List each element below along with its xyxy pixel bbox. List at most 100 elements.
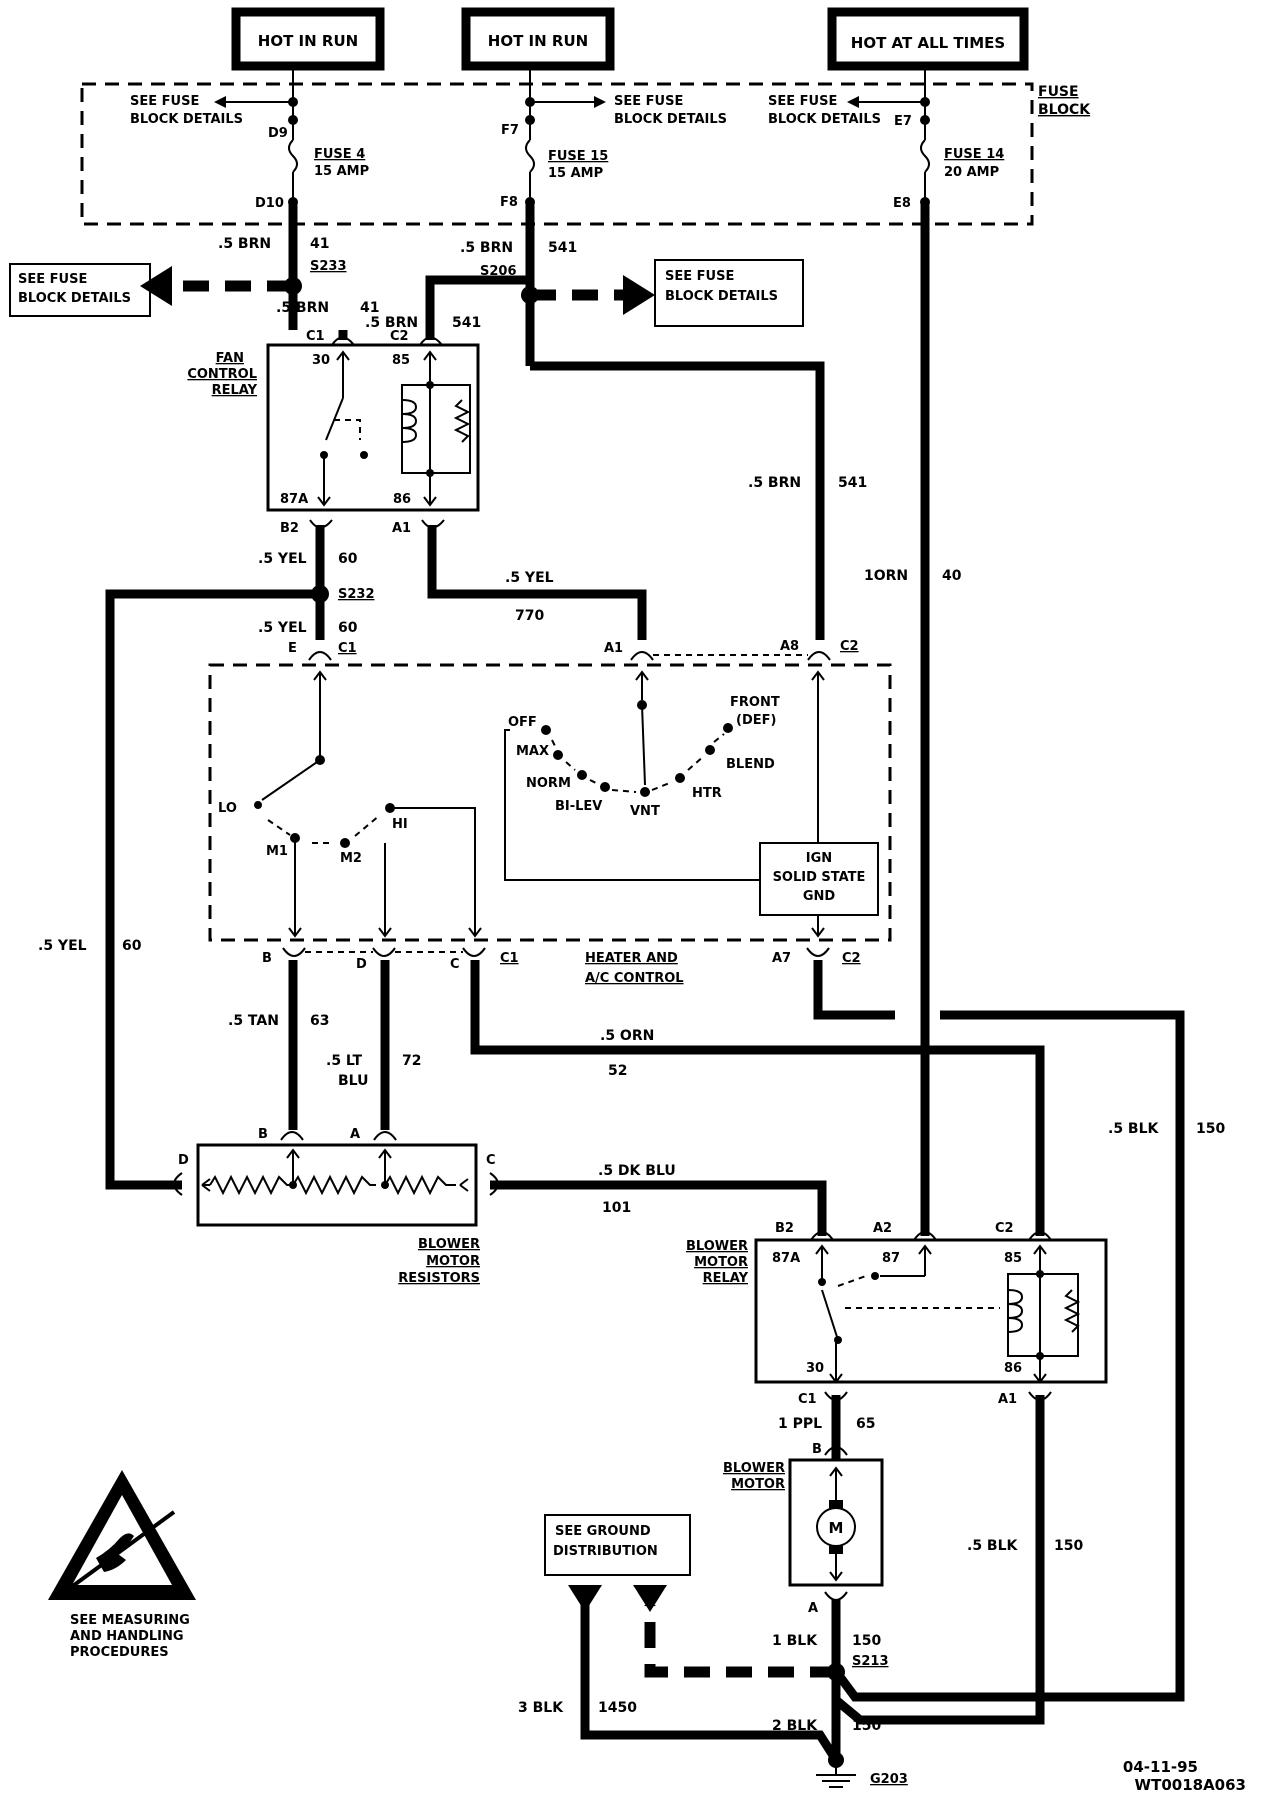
- pin-label: 87A: [280, 492, 308, 507]
- ground-symbols: [568, 1585, 856, 1788]
- power-source-hot-at-all-times: HOT AT ALL TIMES: [827, 7, 1029, 71]
- connector-label: B2: [775, 1221, 794, 1236]
- fuse-15-amp: 15 AMP: [548, 166, 603, 181]
- wire-number: 150: [1054, 1538, 1083, 1554]
- resistors-label: BLOWER: [418, 1237, 480, 1252]
- wire-gauge: .5 BRN: [748, 475, 801, 491]
- resistors-label: MOTOR: [426, 1254, 480, 1269]
- pin-label: 85: [392, 353, 410, 368]
- power-source-label: HOT IN RUN: [488, 32, 588, 50]
- see-fuse-box-right: SEE FUSE BLOCK DETAILS: [654, 259, 804, 327]
- connector-label: C1: [306, 329, 325, 344]
- connector-label: A1: [392, 521, 411, 536]
- wire-number: 60: [338, 551, 358, 567]
- wire-number: 60: [122, 938, 142, 954]
- wire-number: 150: [1196, 1121, 1225, 1137]
- ground-label: G203: [870, 1772, 908, 1787]
- switch-position: LO: [218, 801, 237, 816]
- diagram-footer: 04-11-95 WT0018A063: [1123, 1758, 1246, 1794]
- box-label: SEE GROUND: [555, 1524, 651, 1539]
- blower-motor: BLOWER MOTOR B A M: [723, 1442, 884, 1616]
- box-label: SEE FUSE: [665, 269, 734, 284]
- wire-number: 541: [548, 240, 577, 256]
- fuse-14-amp: 20 AMP: [944, 165, 999, 180]
- wire-gauge: .5 YEL: [38, 938, 87, 954]
- relay-label: CONTROL: [187, 367, 257, 382]
- mode-position: FRONT: [730, 695, 780, 710]
- connector-label: A1: [998, 1392, 1017, 1407]
- wire-number: 40: [942, 568, 962, 584]
- box-label: BLOCK DETAILS: [18, 291, 131, 306]
- see-fuse-box-left: SEE FUSE BLOCK DETAILS: [9, 263, 151, 317]
- connector-label: A1: [604, 641, 623, 656]
- wire-number: 41: [310, 236, 329, 252]
- wire-gauge: .5 YEL: [505, 570, 554, 586]
- wire-gauge: .5 BRN: [365, 315, 418, 331]
- connector-label: B: [812, 1442, 822, 1457]
- power-source-label: HOT AT ALL TIMES: [851, 34, 1005, 52]
- connector-label: E: [288, 641, 297, 656]
- control-name: A/C CONTROL: [585, 971, 684, 986]
- wire-gauge: .5 BLK: [967, 1538, 1019, 1554]
- fuse-block-title: FUSE: [1038, 84, 1079, 100]
- fuse-15-label: FUSE 15: [548, 149, 608, 164]
- fuse-pin-label: E8: [893, 196, 911, 211]
- heater-ac-control: E C1 A1 A8 C2 LO M1 M2 HI: [208, 639, 892, 986]
- fuse-pin-label: F8: [500, 195, 518, 210]
- wire-number: 72: [402, 1053, 421, 1069]
- blower-motor-resistors: B A D C BLOWER MOTOR RESISTORS: [173, 1127, 499, 1286]
- motor-label: BLOWER: [723, 1461, 785, 1476]
- splice-label: S232: [338, 587, 375, 602]
- footer-date: 04-11-95: [1123, 1758, 1198, 1776]
- box-label: DISTRIBUTION: [553, 1544, 658, 1559]
- solid-state-label: SOLID STATE: [773, 870, 866, 885]
- connector-label: A2: [873, 1221, 892, 1236]
- wire-gauge: 1ORN: [864, 568, 908, 584]
- wire-number: 770: [515, 608, 544, 624]
- wire-labels: .5 BRN 41 S233 .5 BRN 41 .5 BRN 541 S206…: [38, 236, 1225, 1787]
- relay-label: FAN: [216, 351, 244, 366]
- mode-position: BLEND: [726, 757, 775, 772]
- fuse-4-label: FUSE 4: [314, 147, 365, 162]
- see-fuse-label: BLOCK DETAILS: [614, 112, 727, 127]
- connector-label: B: [262, 951, 272, 966]
- wire-number: 541: [452, 315, 481, 331]
- wire-number: 60: [338, 620, 358, 636]
- fuse-pin-label: D10: [255, 196, 284, 211]
- esd-text: AND HANDLING: [70, 1629, 184, 1644]
- pin-label: 30: [312, 353, 330, 368]
- wire-gauge: 2 BLK: [772, 1718, 818, 1734]
- see-ground-box: SEE GROUND DISTRIBUTION: [544, 1514, 691, 1576]
- esd-text: PROCEDURES: [70, 1645, 169, 1660]
- wire-gauge: 1 PPL: [778, 1416, 822, 1432]
- box-label: SEE FUSE: [18, 272, 87, 287]
- connector-label: C2: [842, 951, 861, 966]
- connector-label: D: [178, 1153, 189, 1168]
- connector-label: A: [350, 1127, 360, 1142]
- power-source-label: HOT IN RUN: [258, 32, 358, 50]
- gnd-label: GND: [803, 889, 836, 904]
- wire-gauge: .5 YEL: [258, 620, 307, 636]
- connector-label: C2: [840, 639, 859, 654]
- mode-position: HTR: [692, 786, 722, 801]
- wire-number: 65: [856, 1416, 875, 1432]
- connector-label: C2: [390, 329, 409, 344]
- mode-position: BI-LEV: [555, 799, 602, 814]
- connector-label: A8: [780, 639, 799, 654]
- see-fuse-label: SEE FUSE: [614, 94, 683, 109]
- connector-label: B: [258, 1127, 268, 1142]
- wire-number: 101: [602, 1200, 631, 1216]
- switch-position: M2: [340, 851, 362, 866]
- wire-gauge: .5 LT: [326, 1053, 363, 1069]
- power-source-hot-in-run-center: HOT IN RUN: [461, 7, 615, 71]
- connector-label: A7: [772, 951, 791, 966]
- wire-gauge: .5 BLK: [1108, 1121, 1160, 1137]
- relay-label: RELAY: [703, 1271, 749, 1286]
- wire-gauge: 3 BLK: [518, 1700, 564, 1716]
- wire-gauge: .5 BRN: [276, 300, 329, 316]
- esd-warning-icon: SEE MEASURING AND HANDLING PROCEDURES: [48, 1470, 196, 1660]
- splice-label: S233: [310, 259, 347, 274]
- ign-label: IGN: [806, 851, 832, 866]
- fuse-pin-label: F7: [501, 123, 519, 138]
